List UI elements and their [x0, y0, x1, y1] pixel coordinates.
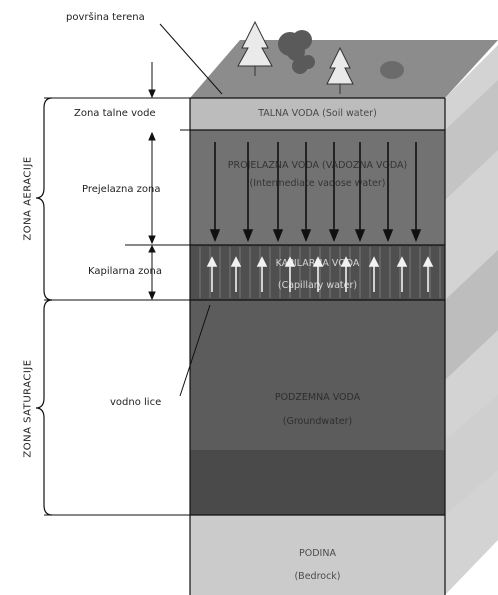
bedrock-text: PODINA [299, 548, 336, 559]
groundwater-text: PODZEMNA VODA [274, 392, 361, 403]
soil-layer [190, 98, 445, 130]
unsaturated-zone-label: ZONA AERACIJE [22, 156, 34, 241]
bedrock-layer [190, 515, 445, 595]
side-face-stripe-lower [445, 250, 498, 380]
soil-water-zone-label: Zona talne vode [74, 108, 156, 119]
bush-icon-2 [380, 61, 404, 79]
capillary-rise-arrows [206, 256, 434, 292]
intermediate-water-text: PROJELAZNA VODA (VADOZNA VODA) [227, 160, 408, 171]
infiltration-arrows [209, 142, 422, 243]
capillary-water-text: KAPILARNA VODA [275, 258, 360, 269]
groundwater-deep-band [190, 450, 445, 515]
intermediate-zone-label: Prejelazna zona [82, 184, 161, 195]
bedrock-en-text: (Bedrock) [294, 571, 341, 582]
saturated-zone-label: ZONA SATURACIJE [22, 359, 34, 458]
layer-boundaries [189, 97, 446, 595]
capillary-water-en-text: (Capillary water) [277, 280, 358, 291]
ground-surface-label: površina terena [66, 12, 145, 23]
side-face-stripe-upper [445, 80, 498, 200]
side-face-stripe-bottom [445, 395, 498, 515]
saturated-zone-bracket [35, 299, 53, 516]
capillary-stripes [199, 247, 441, 298]
water-table-label: vodno lice [110, 397, 162, 408]
soil-water-text: TALNA VODA (Soil water) [258, 108, 377, 119]
unsaturated-zone-bracket [35, 97, 53, 301]
bush-icon [278, 30, 315, 74]
annotation-lines [44, 23, 223, 516]
tree-icon-2 [326, 46, 354, 94]
groundwater-en-text: (Groundwater) [282, 416, 353, 427]
tree-icon [237, 20, 273, 76]
intermediate-layer [190, 130, 445, 245]
capillary-zone-label: Kapilarna zona [88, 266, 162, 277]
intermediate-water-en-text: (Intermediate vadose water) [249, 178, 386, 189]
